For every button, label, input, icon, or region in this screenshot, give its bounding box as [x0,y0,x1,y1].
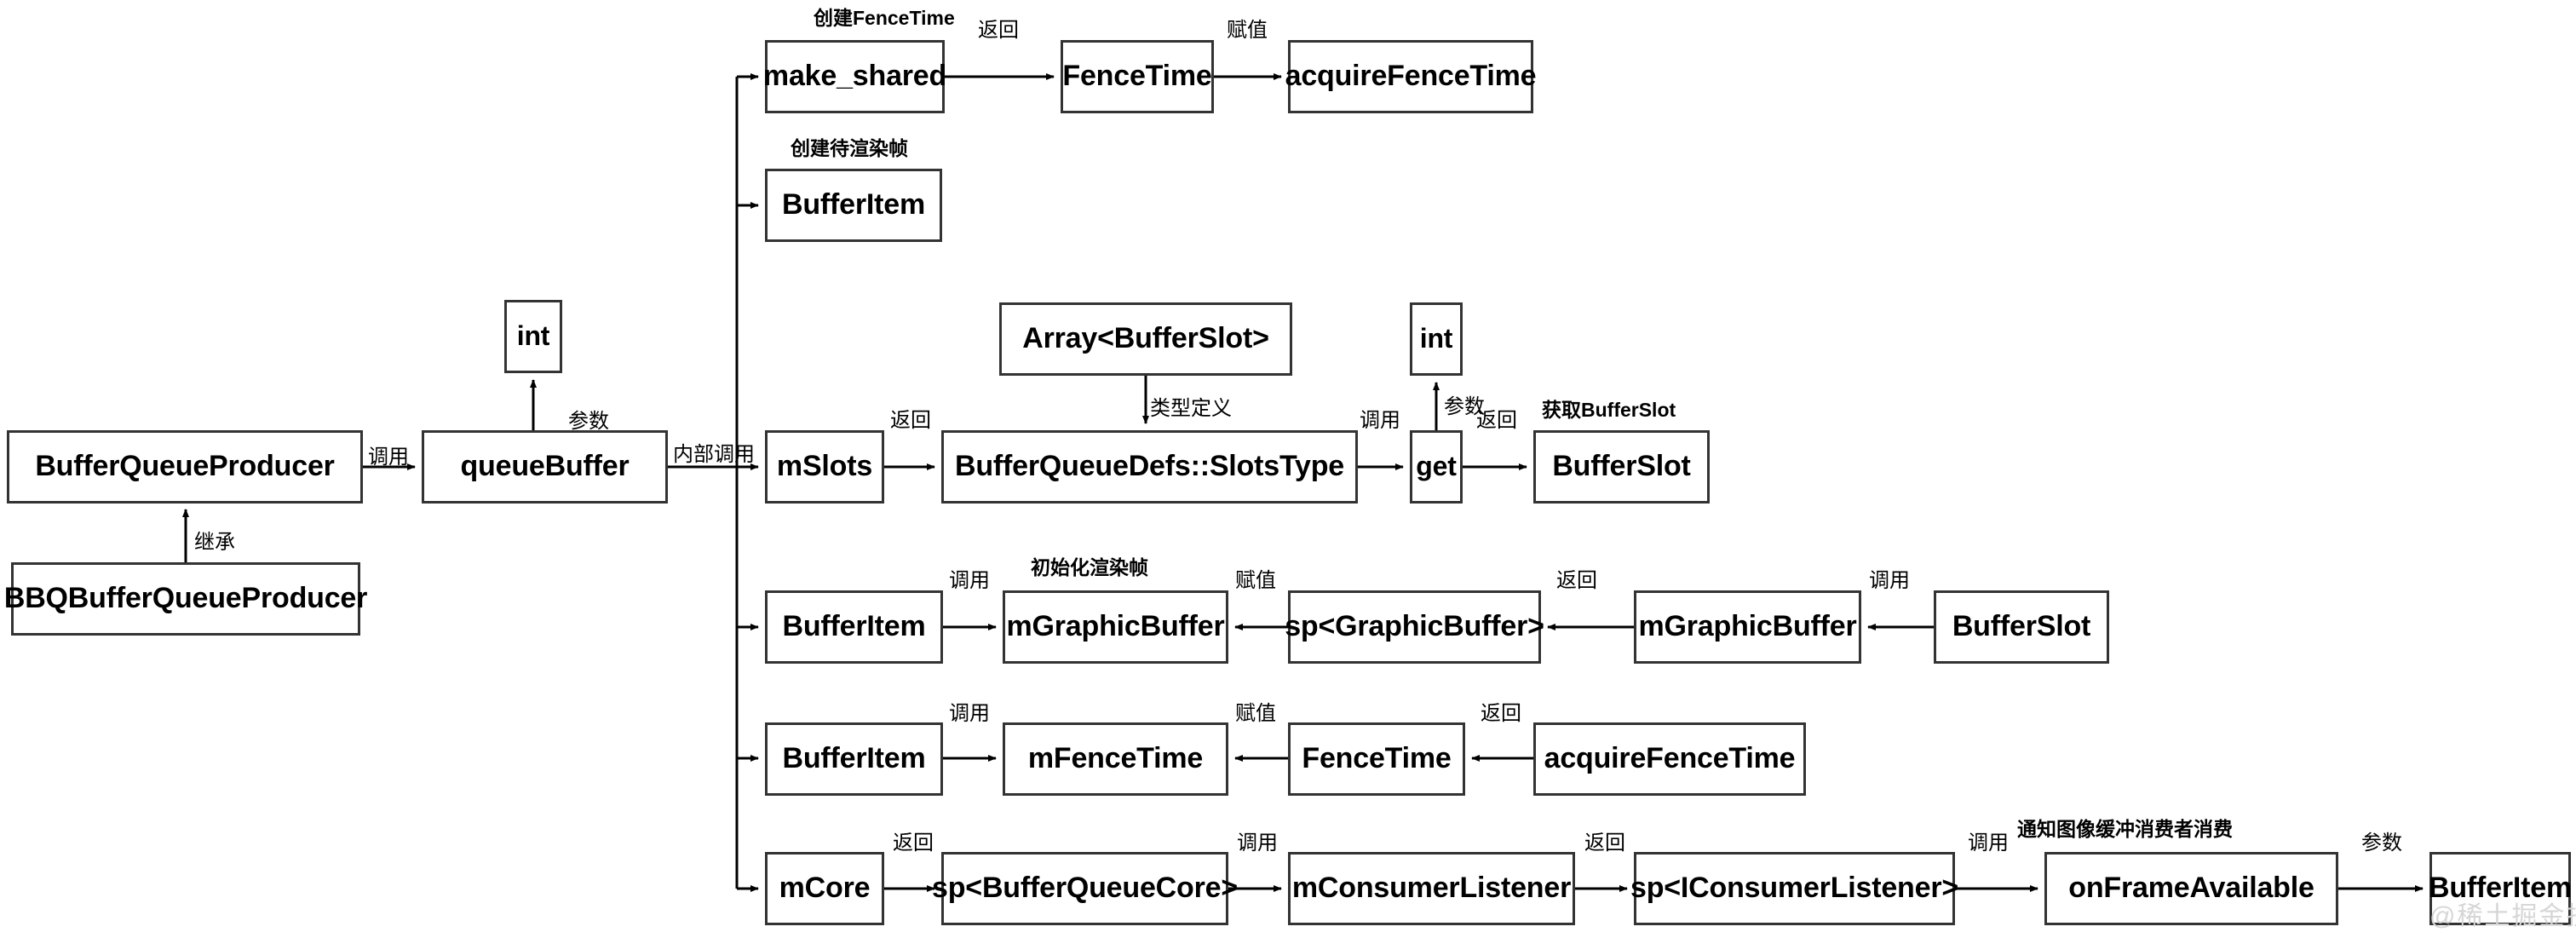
edge-label-return-acquirefence: 返回 [1481,702,1521,725]
note-notify-consumer: 通知图像缓冲消费者消费 [2017,818,2233,840]
edge-label-return-mslots: 返回 [890,409,931,432]
node-int-get-param[interactable]: int [1410,302,1463,376]
edge-label-internal-call: 内部调用 [673,443,755,466]
node-make-shared[interactable]: make_shared [763,40,946,113]
edge-label-param-int: 参数 [568,410,609,433]
node-acquirefencetime-row5[interactable]: acquireFenceTime [1533,722,1806,796]
edge-label-return-graphicbuffer: 返回 [1556,569,1597,592]
edge-label-inherit: 继承 [194,531,235,554]
node-sp-iconsumerlistener[interactable]: sp<IConsumerListener> [1630,852,1958,925]
watermark: @稀土掘金技术社区 [2429,902,2576,930]
node-sp-bufferqueuecore[interactable]: sp<BufferQueueCore> [932,852,1238,925]
node-bufferitem-row6[interactable]: BufferItem [2429,852,2572,925]
node-bufferitem-row4[interactable]: BufferItem [765,590,943,664]
node-mcore[interactable]: mCore [765,852,884,925]
note-create-fencetime: 创建FenceTime [814,7,955,29]
node-queuebuffer[interactable]: queueBuffer [422,430,668,504]
node-fencetime-top[interactable]: FenceTime [1061,40,1214,113]
edge-label-call-mfencetime: 调用 [949,702,990,725]
node-onframeavailable[interactable]: onFrameAvailable [2044,852,2338,925]
node-bufferitem-row2[interactable]: BufferItem [765,169,942,242]
edge-label-return-spcore: 返回 [893,832,934,855]
edge-label-assign-fencetime-row5: 赋值 [1235,702,1276,725]
node-bufferitem-row5[interactable]: BufferItem [765,722,943,796]
node-bbqbufferqueueproducer[interactable]: BBQBufferQueueProducer [4,562,367,636]
edge-label-assign-graphicbuffer: 赋值 [1235,569,1276,592]
note-get-bufferslot: 获取BufferSlot [1542,399,1676,421]
edge-label-typedef-slotstype: 类型定义 [1150,397,1232,420]
edge-label-assign-fencetime: 赋值 [1227,19,1268,42]
node-bufferqueueproducer[interactable]: BufferQueueProducer [7,430,363,504]
note-create-frame: 创建待渲染帧 [791,137,908,159]
node-sp-graphicbuffer[interactable]: sp<GraphicBuffer> [1285,590,1544,664]
edge-label-return-fencetime: 返回 [978,19,1019,42]
edge-label-call-onframeavailable: 调用 [1968,832,2009,855]
edge-label-call-bufferslot-row4: 调用 [1869,569,1910,592]
edge-label-param-get-int: 参数 [1444,395,1485,418]
node-get[interactable]: get [1410,430,1463,504]
edge-label-call-get: 调用 [1360,409,1400,432]
node-mfencetime[interactable]: mFenceTime [1003,722,1228,796]
node-mconsumerlistener[interactable]: mConsumerListener [1288,852,1575,925]
node-mgraphicbuffer-b[interactable]: mGraphicBuffer [1634,590,1861,664]
edge-label-return-spiconsumer: 返回 [1584,832,1625,855]
node-acquirefencetime-top[interactable]: acquireFenceTime [1285,40,1537,113]
edge-label-call-mconsumerlistener: 调用 [1237,832,1278,855]
edge-label-param-bufferitem: 参数 [2361,832,2402,855]
node-mslots[interactable]: mSlots [765,430,884,504]
node-bufferslot-row4[interactable]: BufferSlot [1934,590,2109,664]
node-mgraphicbuffer-a[interactable]: mGraphicBuffer [1003,590,1228,664]
edge-label-return-bufferslot: 返回 [1476,409,1517,432]
note-init-frame: 初始化渲染帧 [1031,556,1148,578]
node-int-param[interactable]: int [504,300,562,373]
node-fencetime-row5[interactable]: FenceTime [1288,722,1465,796]
edge-label-call-mgraphicbuffer: 调用 [949,569,990,592]
node-array-bufferslot[interactable]: Array<BufferSlot> [999,302,1292,376]
node-bufferslot-row3[interactable]: BufferSlot [1533,430,1710,504]
edge-label-call-queuebuffer: 调用 [368,446,409,469]
node-slotstype[interactable]: BufferQueueDefs::SlotsType [941,430,1358,504]
